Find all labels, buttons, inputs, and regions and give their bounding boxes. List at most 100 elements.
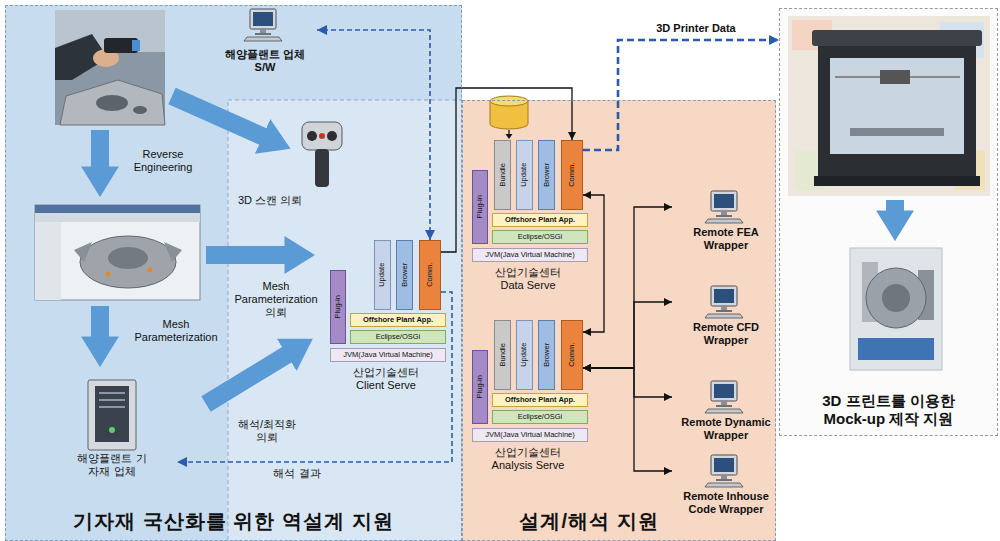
mockup-photo (858, 338, 934, 360)
module-box: Bundle (494, 140, 511, 210)
arrow-label: Reverse Engineering (118, 148, 208, 174)
region-ground (462, 100, 776, 541)
module-label: JVM(Java Virtual Machine) (485, 431, 574, 439)
region-title: 기자재 국산화를 위한 역설계 지원 (14, 509, 454, 534)
module-label: Eclipse/OSGi (518, 413, 563, 421)
connector-line (441, 88, 572, 252)
connector-group (177, 30, 779, 471)
annotation-slot: 해석/최적화 의뢰 (232, 418, 302, 444)
module-label: Brower (401, 263, 409, 287)
connector-line (583, 368, 672, 397)
module-box: Brower (538, 140, 555, 210)
database-cylinder (490, 96, 528, 106)
arrow-label: Mesh Parameterization 의뢰 (230, 280, 322, 320)
scanning-photo (132, 40, 140, 51)
module-label: Bundle (499, 343, 507, 366)
arrow-label: 3D 스캔 의뢰 (232, 194, 308, 207)
printer-photo (818, 46, 976, 176)
region-panel: 3D 프린트를 이용한 Mock-up 제작 지원 (779, 8, 998, 436)
region-ground (779, 8, 998, 436)
module-label: JVM(Java Virtual Machine) (485, 251, 574, 259)
module-box: Update (516, 140, 533, 210)
connector-line (583, 40, 779, 150)
annotation-slot: 3D 스캔 의뢰 (232, 194, 308, 207)
module-box: Eclipse/OSGi (492, 410, 588, 424)
computer-icon (705, 286, 743, 318)
module-box: Plug-in (330, 270, 346, 344)
module-box: Eclipse/OSGi (492, 230, 588, 244)
cad-screenshot (108, 247, 148, 269)
cad-screenshot (148, 268, 153, 273)
server-icon (99, 392, 125, 394)
server-icon (88, 380, 136, 450)
module-label: Offshore Plant App. (505, 396, 575, 404)
printer-photo (830, 58, 964, 154)
cad-screenshot (35, 205, 200, 300)
annotation-slot: Reverse Engineering (118, 148, 208, 174)
computer-icon (705, 191, 743, 223)
module-label: Update (379, 263, 387, 287)
node-label: Remote CFD Wrapper (674, 321, 778, 347)
module-label: JVM(Java Virtual Machine) (343, 351, 432, 359)
server-icon (99, 406, 125, 408)
cad-screenshot (35, 205, 200, 300)
module-box: JVM(Java Virtual Machine) (472, 428, 588, 442)
arrow-label: Mesh Parameterization (126, 318, 226, 344)
module-box: Comm. (561, 320, 583, 390)
scanner-device (302, 122, 342, 187)
mockup-photo (850, 248, 942, 370)
module-box: Update (374, 240, 391, 310)
region-ground (5, 5, 998, 541)
cad-screenshot (74, 242, 182, 262)
arrow-label: 해석/최적화 의뢰 (232, 418, 302, 444)
module-label: Comm. (568, 163, 576, 187)
region-ground (5, 5, 462, 541)
mockup-photo (882, 284, 910, 312)
edge-label: 해석 결과 (262, 467, 332, 480)
database-cylinder (508, 130, 509, 134)
flow-arrow (886, 200, 904, 212)
printer-photo (788, 16, 990, 196)
server-icon (109, 427, 115, 433)
module-box: JVM(Java Virtual Machine) (330, 348, 446, 362)
module-label: Bundle (499, 163, 507, 186)
module-box: Plug-in (472, 350, 488, 424)
computer-icon (705, 381, 743, 413)
module-box: Comm. (419, 240, 441, 310)
module-label: Offshore Plant App. (363, 316, 433, 324)
module-label: Plug-in (476, 195, 484, 218)
cad-screenshot (106, 272, 111, 277)
connector-line (583, 302, 672, 368)
scanning-photo (60, 80, 165, 125)
module-box: Brower (538, 320, 555, 390)
database-cylinder (490, 96, 528, 139)
cad-screenshot (35, 222, 61, 300)
scanner-device (315, 149, 329, 187)
flow-arrow (91, 306, 109, 338)
server-stack: Plug-in Update Brower Comm. Offshore Plant A… (322, 236, 450, 397)
computer-node: Remote FEA Wrapper (672, 188, 780, 257)
server-icon (95, 386, 129, 442)
computer-node: 해양플랜트 기자재 업체 (47, 376, 177, 483)
node-label: 해양플랜트 업체 S/W (215, 48, 315, 74)
module-box: JVM(Java Virtual Machine) (472, 248, 588, 262)
connector-line (583, 207, 672, 368)
module-label: Offshore Plant App. (505, 216, 575, 224)
scanner-device (302, 122, 342, 150)
flow-arrow (206, 246, 286, 264)
module-label: Eclipse/OSGi (376, 333, 421, 341)
module-label: Plug-in (334, 295, 342, 318)
printer-photo (814, 176, 980, 186)
connector-line (317, 30, 430, 240)
printer-photo (880, 70, 910, 84)
computer-node: Remote CFD Wrapper (672, 283, 780, 352)
server-stack: Plug-inBundleUpdateBrowerComm.Offshore P… (464, 316, 592, 477)
module-label: Eclipse/OSGi (518, 233, 563, 241)
annotation-slot: Mesh Parameterization (126, 318, 226, 344)
region-panel: Plug-inBundleUpdateBrowerComm.Offshore P… (462, 100, 776, 541)
region-panel: 해양플랜트 업체 S/W Plug-in Update Brower Comm. Offs… (5, 5, 462, 541)
mockup-photo (866, 268, 926, 328)
scanning-photo (55, 10, 165, 125)
node-label: Remote Dynamic Wrapper (674, 416, 778, 442)
printer-photo (850, 128, 944, 136)
